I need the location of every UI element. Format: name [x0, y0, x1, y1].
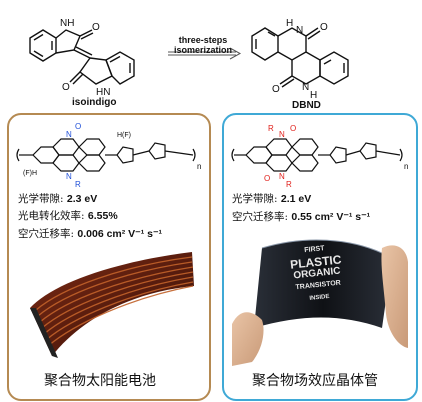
dbnd-structure [251, 27, 349, 88]
solar-o-label: O [75, 122, 81, 131]
isoindigo-label: isoindigo [72, 97, 117, 108]
isoindigo-o-top: O [92, 22, 100, 33]
dbnd-n-bottom: N [302, 82, 309, 93]
dbnd-n-top: N [296, 25, 303, 36]
isoindigo-structure [29, 29, 135, 85]
solar-r-label: R [75, 180, 81, 187]
solar-polymer-structure: N O N R (F)H H(F) n [16, 122, 201, 187]
dbnd-h-bottom: H [310, 90, 317, 101]
solar-cell-panel [7, 113, 211, 401]
flexible-solar-cell-photo [30, 252, 194, 358]
transistor-caption: 聚合物场效应晶体管 [252, 373, 378, 389]
isoindigo-nh-label: NH [60, 18, 74, 29]
transistor-n-bottom: N [279, 172, 285, 181]
solar-hf-label: H(F) [117, 132, 131, 139]
solar-cell-caption: 聚合物太阳能电池 [44, 373, 156, 389]
solar-n-bottom: N [66, 172, 72, 181]
display-text: FIRST PLASTIC ORGANIC TRANSISTOR INSIDE [259, 238, 375, 309]
solar-prop-bandgap: 光学带隙: 2.3 eV [18, 193, 98, 205]
top-scheme: NH O O HN [29, 18, 349, 101]
transistor-prop-mobility: 空穴迁移率: 0.55 cm² V⁻¹ s⁻¹ [232, 211, 371, 223]
dbnd-o-bottom: O [272, 84, 280, 95]
transistor-r-top: R [268, 124, 274, 133]
transistor-panel [222, 113, 418, 401]
isoindigo-hn-label: HN [96, 87, 110, 98]
arrow-label-line1: three-steps [178, 35, 228, 45]
isomerization-arrow [168, 47, 242, 60]
transistor-r-bottom: R [286, 180, 292, 187]
solar-prop-mobility: 空穴迁移率: 0.006 cm² V⁻¹ s⁻¹ [18, 228, 163, 240]
dbnd-o-top: O [320, 22, 328, 33]
transistor-polymer-structure: R N O O N R n [231, 124, 408, 187]
arrow-label-line2: isomerization [173, 45, 232, 55]
flexible-transistor-photo [232, 239, 408, 366]
transistor-subscript-n: n [404, 162, 408, 171]
dbnd-label: DBND [292, 100, 321, 111]
transistor-prop-bandgap: 光学带隙: 2.1 eV [232, 193, 312, 205]
arrow-label: three-steps isomerization [165, 35, 241, 55]
solar-subscript-n: n [197, 162, 201, 171]
solar-n-top: N [66, 130, 72, 139]
solar-prop-efficiency: 光电转化效率: 6.55% [18, 210, 118, 222]
solar-fh-label: (F)H [23, 170, 37, 177]
transistor-o-top: O [290, 124, 296, 133]
transistor-o-bottom: O [264, 174, 270, 183]
isoindigo-o-bottom: O [62, 82, 70, 93]
transistor-n-top: N [279, 130, 285, 139]
dbnd-h-top: H [286, 18, 293, 29]
